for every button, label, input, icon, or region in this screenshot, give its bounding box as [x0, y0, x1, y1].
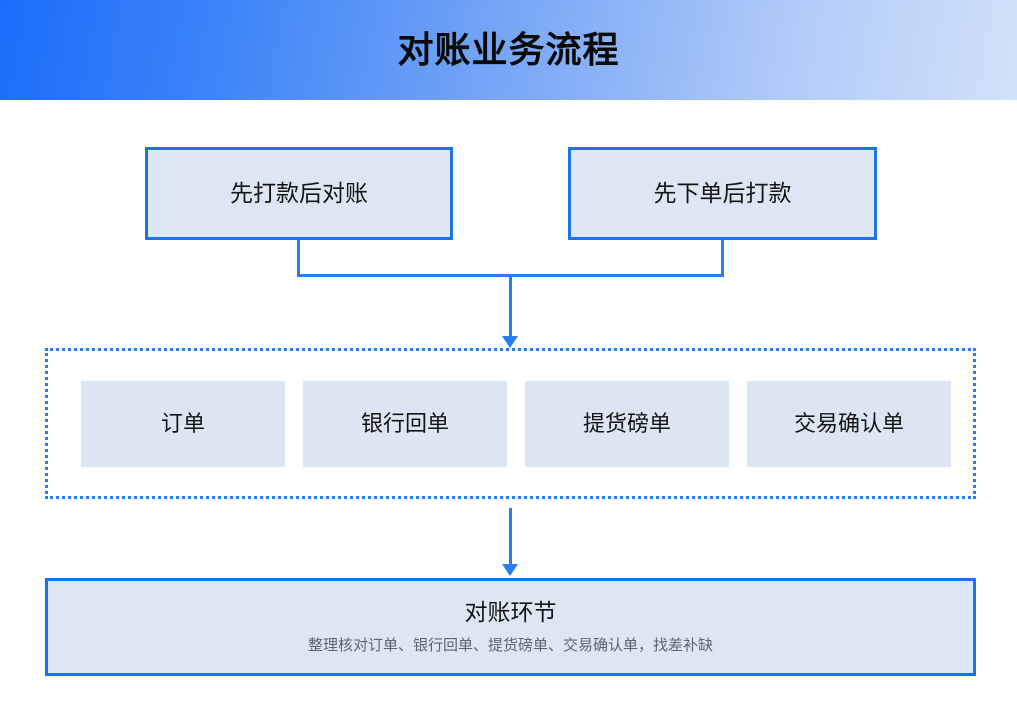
reconciliation-title: 对账环节 [464, 599, 557, 625]
source-box-label: 先打款后对账 [230, 180, 368, 206]
arrow-down-icon [502, 336, 518, 348]
reconciliation-result-box[interactable]: 对账环节 整理核对订单、银行回单、提货磅单、交易确认单，找差补缺 [45, 578, 976, 676]
connector-stem-to-documents [509, 274, 512, 338]
source-box-preorder[interactable]: 先下单后打款 [568, 147, 877, 240]
page-header: 对账业务流程 [0, 0, 1017, 100]
document-card-trade-confirmation[interactable]: 交易确认单 [747, 380, 951, 467]
source-box-prepay[interactable]: 先打款后对账 [145, 147, 453, 240]
page-title: 对账业务流程 [397, 29, 620, 70]
document-card-label: 银行回单 [360, 410, 449, 436]
document-card-label: 提货磅单 [582, 410, 671, 436]
document-card-order[interactable]: 订单 [81, 380, 285, 467]
reconciliation-subtitle: 整理核对订单、银行回单、提货磅单、交易确认单，找差补缺 [307, 637, 713, 654]
document-group-container: 订单 银行回单 提货磅单 交易确认单 [45, 348, 976, 499]
flowchart-canvas: 先打款后对账 先下单后打款 订单 银行回单 提货磅单 交易确认单 对账环节 整理… [0, 100, 1017, 705]
connector-drop-right [721, 240, 724, 277]
connector-stem-to-result [509, 508, 512, 566]
arrow-down-icon [502, 564, 518, 576]
document-card-bank-receipt[interactable]: 银行回单 [303, 380, 507, 467]
document-card-pickup-weight-note[interactable]: 提货磅单 [525, 380, 729, 467]
source-box-label: 先下单后打款 [653, 180, 792, 206]
connector-drop-left [297, 240, 300, 277]
document-card-label: 交易确认单 [793, 410, 904, 436]
document-card-label: 订单 [160, 410, 205, 436]
